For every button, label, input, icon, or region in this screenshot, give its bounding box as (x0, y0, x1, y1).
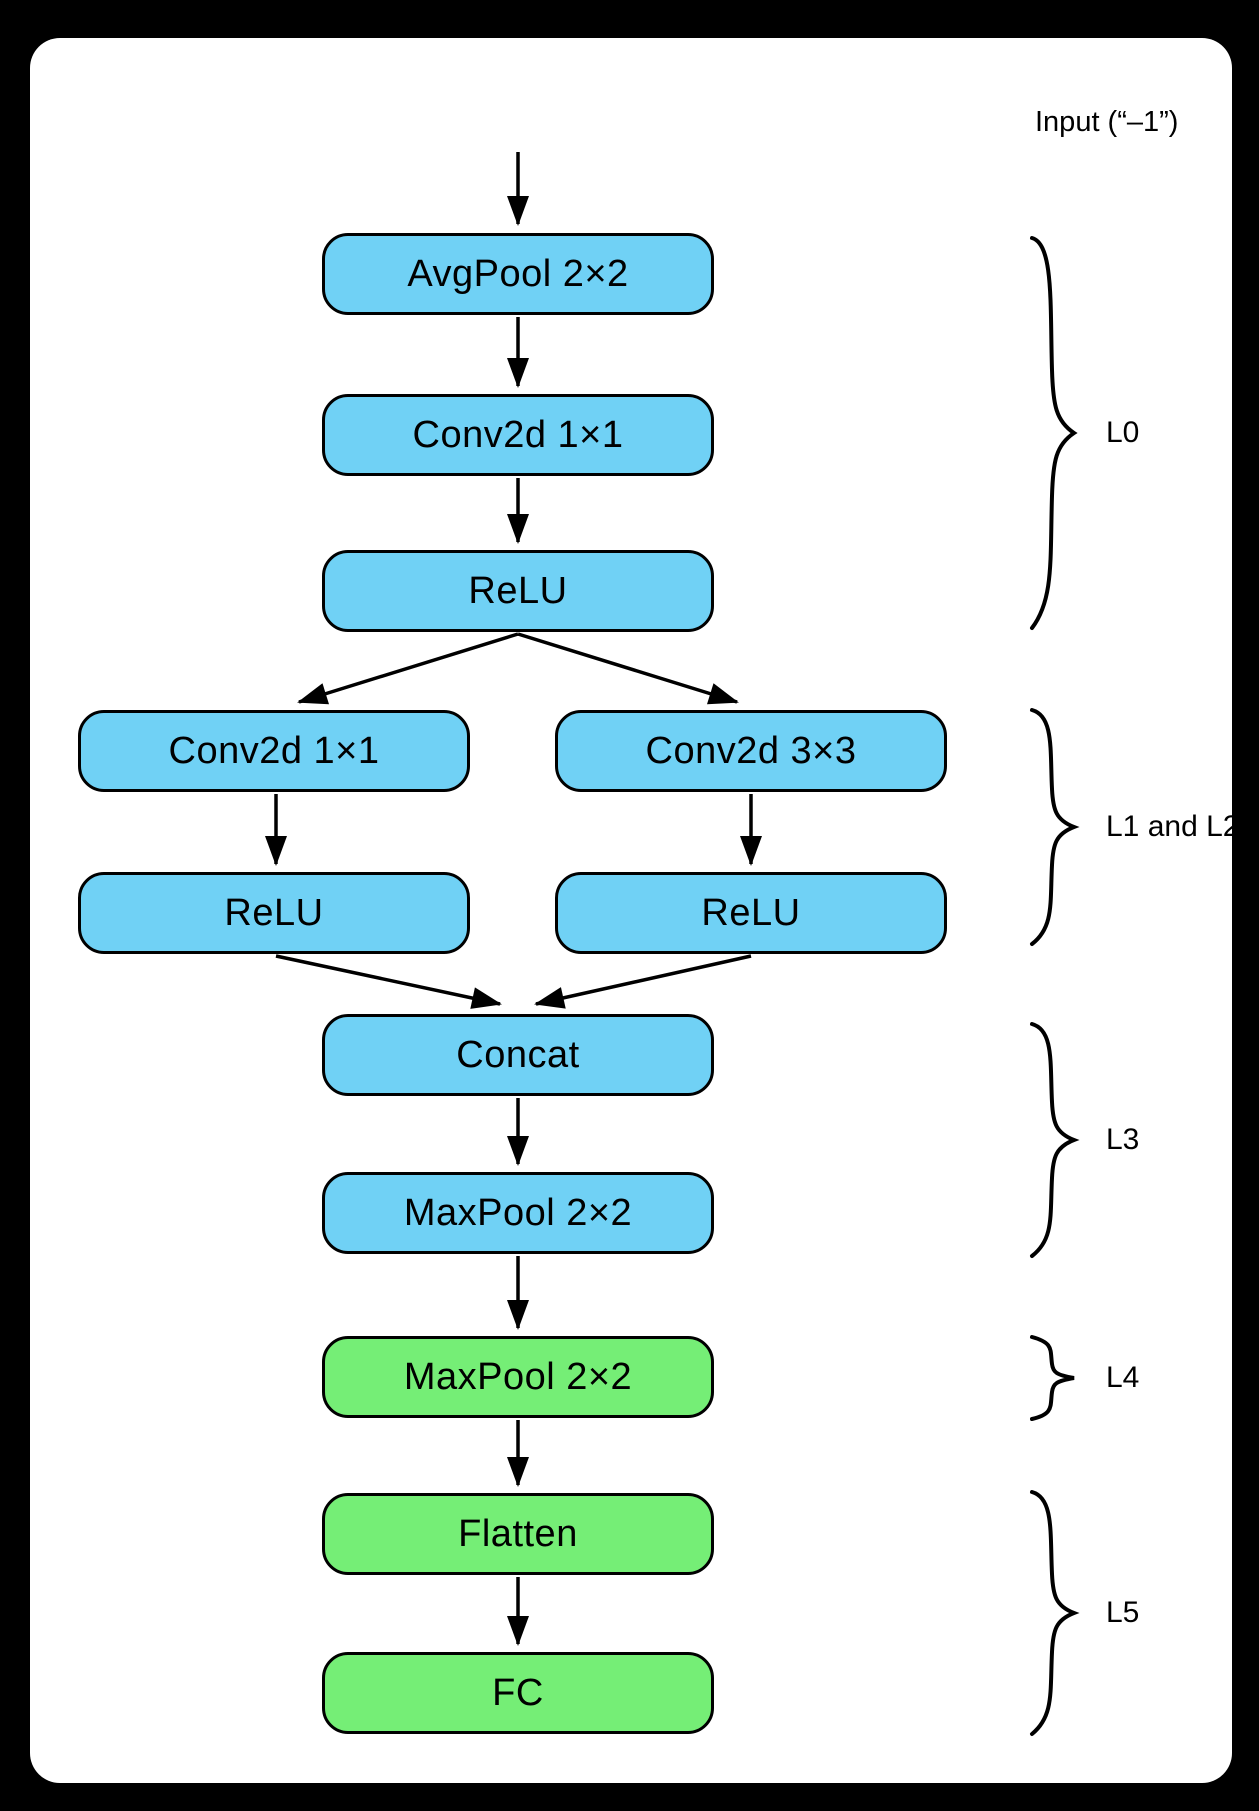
node-relu-l1: ReLU (78, 872, 470, 954)
node-fc: FC (322, 1652, 714, 1734)
arrow-relul1-to-concat (275, 954, 502, 1009)
brace-l4 (1030, 1335, 1075, 1421)
node-conv2d-1x1-l0: Conv2d 1×1 (322, 394, 714, 476)
brace-l5 (1030, 1490, 1080, 1736)
brace-label-l1-l2: L1 and L2 (1106, 810, 1240, 843)
input-annotation: Input (“–1”) (1035, 106, 1179, 138)
node-avgpool-2x2: AvgPool 2×2 (322, 233, 714, 315)
brace-label-l0: L0 (1106, 416, 1140, 449)
brace-l0 (1030, 236, 1078, 630)
brace-label-l5: L5 (1106, 1596, 1140, 1629)
arrow-relu-to-branch-right (517, 632, 739, 705)
brace-label-l3: L3 (1106, 1123, 1140, 1156)
arrow-relul2-to-concat (534, 954, 752, 1009)
arrow-relu-to-branch-left (297, 632, 519, 705)
node-conv2d-3x3-l2: Conv2d 3×3 (555, 710, 947, 792)
node-concat: Concat (322, 1014, 714, 1096)
node-relu-l2: ReLU (555, 872, 947, 954)
node-maxpool-2x2-l4: MaxPool 2×2 (322, 1336, 714, 1418)
node-maxpool-2x2-l3: MaxPool 2×2 (322, 1172, 714, 1254)
node-conv2d-1x1-l1: Conv2d 1×1 (78, 710, 470, 792)
brace-l1-l2 (1030, 708, 1080, 946)
brace-l3 (1030, 1022, 1080, 1258)
node-flatten: Flatten (322, 1493, 714, 1575)
brace-label-l4: L4 (1106, 1361, 1140, 1394)
node-relu-l0: ReLU (322, 550, 714, 632)
